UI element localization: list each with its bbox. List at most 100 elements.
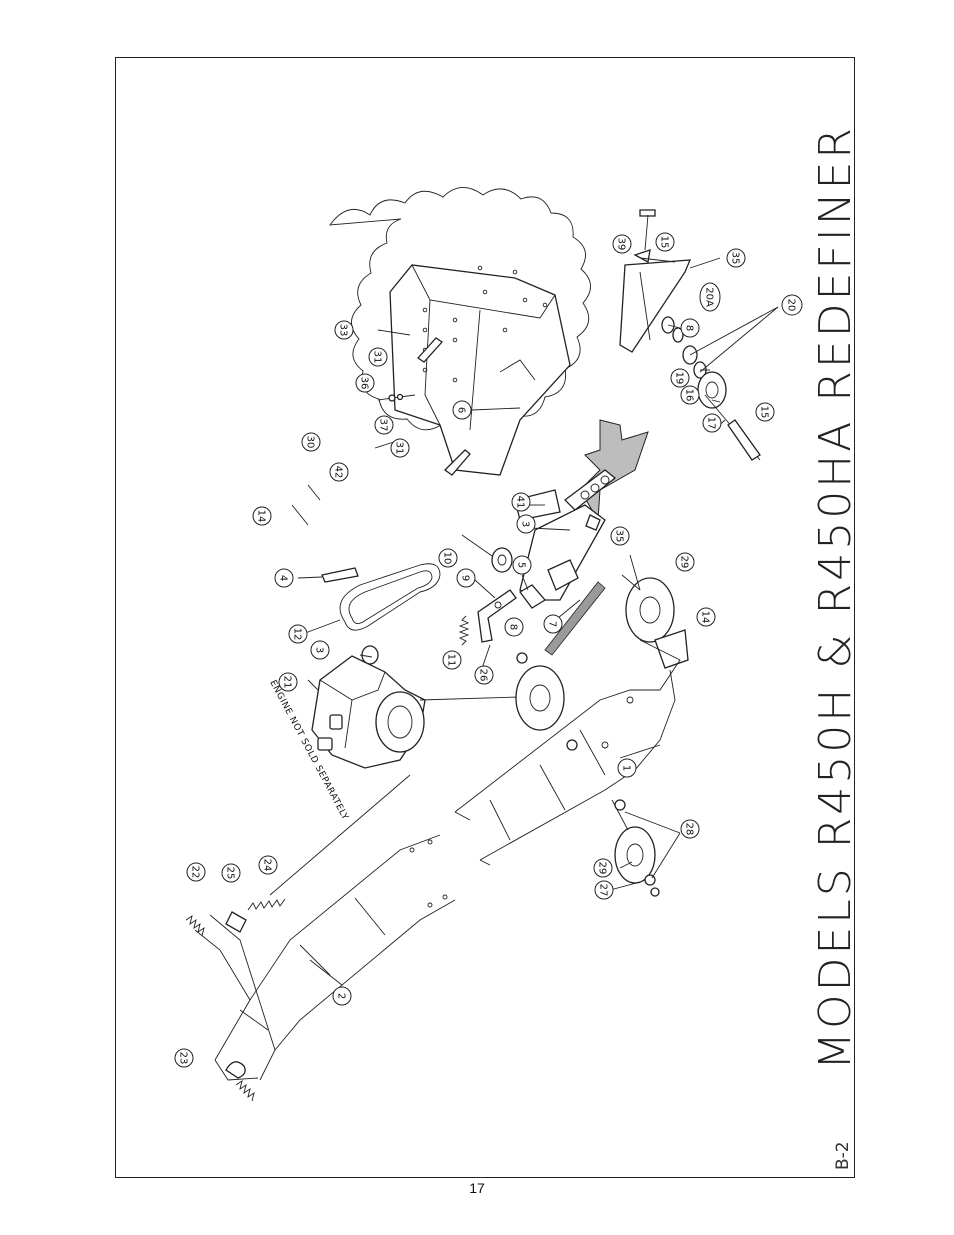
callout-21: 21: [278, 672, 298, 692]
svg-text:6: 6: [456, 407, 467, 413]
svg-text:8: 8: [508, 624, 519, 630]
svg-text:10: 10: [442, 552, 453, 565]
svg-text:41: 41: [515, 496, 526, 509]
svg-text:11: 11: [446, 654, 457, 667]
callout-28: 28: [680, 819, 700, 839]
callout-3: 3: [310, 640, 330, 660]
callout-6: 6: [452, 400, 472, 420]
direction-arrow: [579, 419, 649, 522]
svg-text:31: 31: [394, 442, 405, 455]
svg-text:33: 33: [338, 324, 349, 337]
callout-11: 11: [442, 650, 462, 670]
frame-nut: [516, 652, 528, 664]
drawing-frame: [115, 57, 855, 1178]
housing-detail-cloud: [329, 187, 591, 433]
svg-text:20: 20: [786, 299, 797, 312]
callout-31: 31: [390, 438, 410, 458]
callout-12: 12: [288, 624, 308, 644]
engine-21: [311, 655, 521, 769]
callout-33: 33: [334, 320, 354, 340]
callout-31: 31: [368, 347, 388, 367]
svg-text:31: 31: [372, 351, 383, 364]
callout-26: 26: [474, 665, 494, 685]
svg-text:35: 35: [730, 252, 741, 265]
svg-text:24: 24: [262, 859, 273, 872]
svg-text:20A: 20A: [704, 287, 715, 307]
spring-11: [458, 615, 470, 646]
svg-text:8: 8: [684, 325, 695, 331]
svg-text:2: 2: [336, 993, 347, 999]
svg-text:5: 5: [516, 562, 527, 568]
spring-25: [247, 898, 286, 911]
svg-text:15: 15: [659, 236, 670, 249]
axle-clamp-34: [654, 629, 689, 669]
callout-15: 15: [755, 402, 775, 422]
svg-text:23: 23: [178, 1052, 189, 1065]
callout-35: 35: [610, 526, 630, 546]
svg-text:16: 16: [684, 389, 695, 402]
callout-17: 17: [702, 413, 722, 433]
svg-text:37: 37: [378, 419, 389, 432]
callout-39: 39: [612, 234, 632, 254]
svg-text:39: 39: [616, 238, 627, 251]
scraper-bar-7: [544, 581, 606, 656]
callout-37: 37: [374, 415, 394, 435]
bracket-5: [519, 584, 546, 609]
callout-20a: 20A: [699, 282, 721, 312]
frame-bolt: [566, 739, 578, 751]
svg-text:25: 25: [225, 867, 236, 880]
control-rod-24: [269, 774, 411, 896]
svg-text:35: 35: [614, 530, 625, 543]
handle-grip-springs: [185, 911, 255, 1102]
callout-14: 14: [696, 607, 716, 627]
callout-10: 10: [438, 548, 458, 568]
callout-9: 9: [456, 568, 476, 588]
svg-text:36: 36: [359, 377, 370, 390]
callout-4: 4: [274, 568, 294, 588]
callout-29: 29: [675, 552, 695, 572]
idler-pulley-10: [491, 547, 513, 573]
v-belt-12: [339, 563, 441, 631]
drawing-title: MODELS R450H & R450HA REDEFINER: [810, 125, 861, 1070]
shaft-bolt-36: [377, 393, 416, 402]
callout-5: 5: [512, 555, 532, 575]
svg-text:42: 42: [333, 466, 344, 479]
housing-33: [389, 264, 571, 476]
sheet-id: B-2: [833, 1141, 853, 1170]
callout-29: 29: [593, 858, 613, 878]
callout-36: 36: [355, 373, 375, 393]
callout-14: 14: [252, 506, 272, 526]
svg-text:17: 17: [706, 417, 717, 430]
callout-30: 30: [301, 432, 321, 452]
main-frame-1: [454, 639, 681, 866]
svg-text:21: 21: [282, 676, 293, 689]
wheel-29-lower: [611, 799, 660, 897]
wheel-8: [515, 665, 565, 731]
pins-14-42: [291, 484, 321, 526]
svg-text:14: 14: [256, 510, 267, 523]
callout-42: 42: [329, 462, 349, 482]
svg-text:30: 30: [305, 436, 316, 449]
page-number: 17: [469, 1180, 485, 1196]
svg-text:27: 27: [598, 884, 609, 897]
callout-20: 20: [781, 294, 803, 316]
callout-16: 16: [680, 385, 700, 405]
svg-text:26: 26: [478, 669, 489, 682]
callout-8: 8: [504, 617, 524, 637]
callout-balloons: 1 2 3 3 4 5 6 7 8 8 9 10 11 12 14 14 15 …: [174, 232, 803, 1068]
callout-27: 27: [594, 880, 614, 900]
svg-text:15: 15: [759, 406, 770, 419]
callout-15: 15: [655, 232, 675, 252]
svg-text:4: 4: [278, 575, 289, 581]
callout-3: 3: [516, 514, 536, 534]
callout-7: 7: [543, 614, 563, 634]
svg-text:29: 29: [597, 862, 608, 875]
pulley-assembly: [619, 209, 761, 461]
svg-text:1: 1: [621, 765, 632, 771]
callout-19: 19: [670, 368, 690, 388]
callout-22: 22: [186, 862, 206, 882]
callout-25: 25: [221, 863, 241, 883]
svg-text:14: 14: [700, 611, 711, 624]
belt-guard-4: [321, 567, 359, 583]
